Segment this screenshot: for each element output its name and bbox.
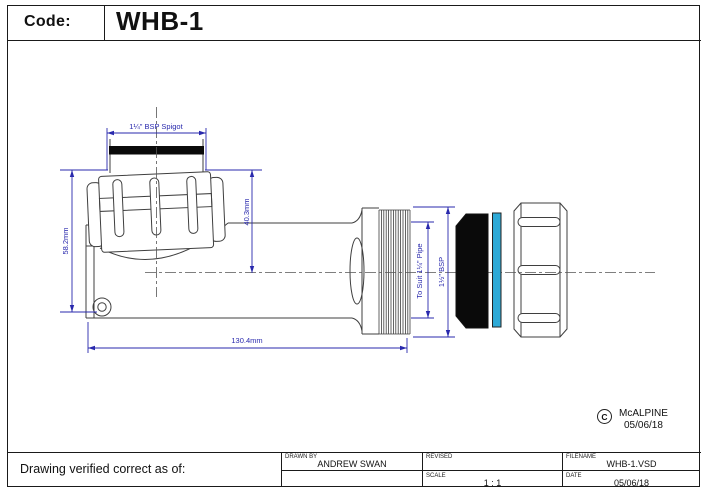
filename-value: WHB-1.VSD [606, 458, 657, 469]
cell-empty [282, 470, 422, 486]
code-divider [104, 5, 105, 41]
trap-body [85, 207, 379, 335]
compression-nut [513, 202, 568, 338]
page-title: WHB-1 [116, 6, 204, 36]
cell-filename: FILENAME WHB-1.VSD [562, 452, 700, 470]
drawn-by-label: DRAWN BY [285, 453, 318, 460]
cone-washer [455, 213, 489, 329]
date-value: 05/06/18 [613, 477, 650, 486]
centerlines [145, 107, 655, 297]
revised-label: REVISED [426, 453, 453, 460]
dim-pipe-label: To Suit 1¼" Pipe [415, 243, 424, 298]
bore-ellipse [349, 237, 365, 305]
copyright-name: McALPINE [619, 408, 668, 419]
title-block-table: DRAWN BY ANDREW SWAN REVISED FILENAME WH… [281, 452, 700, 486]
copyright-date: 05/06/18 [623, 419, 663, 431]
cell-date: DATE 05/06/18 [562, 470, 700, 486]
dim-drop-label: 40.3mm [242, 198, 251, 225]
cell-drawn-by: DRAWN BY ANDREW SWAN [282, 452, 422, 470]
cell-revised: REVISED [422, 452, 562, 470]
filename-label: FILENAME [566, 453, 597, 460]
cell-scale: SCALE 1 : 1 [422, 470, 562, 486]
dim-spigot-label: 1¼" BSP Spigot [129, 122, 183, 131]
dimension-arrows [69, 130, 451, 351]
scale-value: 1 : 1 [483, 477, 502, 486]
page-border [7, 5, 700, 487]
friction-washer [492, 212, 502, 328]
scale-label: SCALE [426, 472, 446, 479]
copyright: C McALPINE 05/06/18 [597, 408, 668, 431]
dim-height-label: 58.2mm [61, 227, 70, 254]
thread-section [378, 209, 411, 335]
date-label: DATE [566, 472, 582, 479]
drawn-by-value: ANDREW SWAN [317, 458, 387, 469]
dimension-labels: 1¼" BSP Spigot 58.2mm 40.3mm 130.4mm To … [61, 122, 446, 345]
footer-separator [7, 452, 701, 453]
dim-bsp-label: 1½" BSP [437, 257, 446, 287]
verify-label: Drawing verified correct as of: [20, 462, 186, 476]
dim-length-label: 130.4mm [231, 336, 262, 345]
copyright-symbol-icon: C [597, 409, 612, 424]
header-separator [7, 40, 701, 41]
swivel-nut [86, 171, 226, 253]
code-label: Code: [24, 13, 71, 30]
